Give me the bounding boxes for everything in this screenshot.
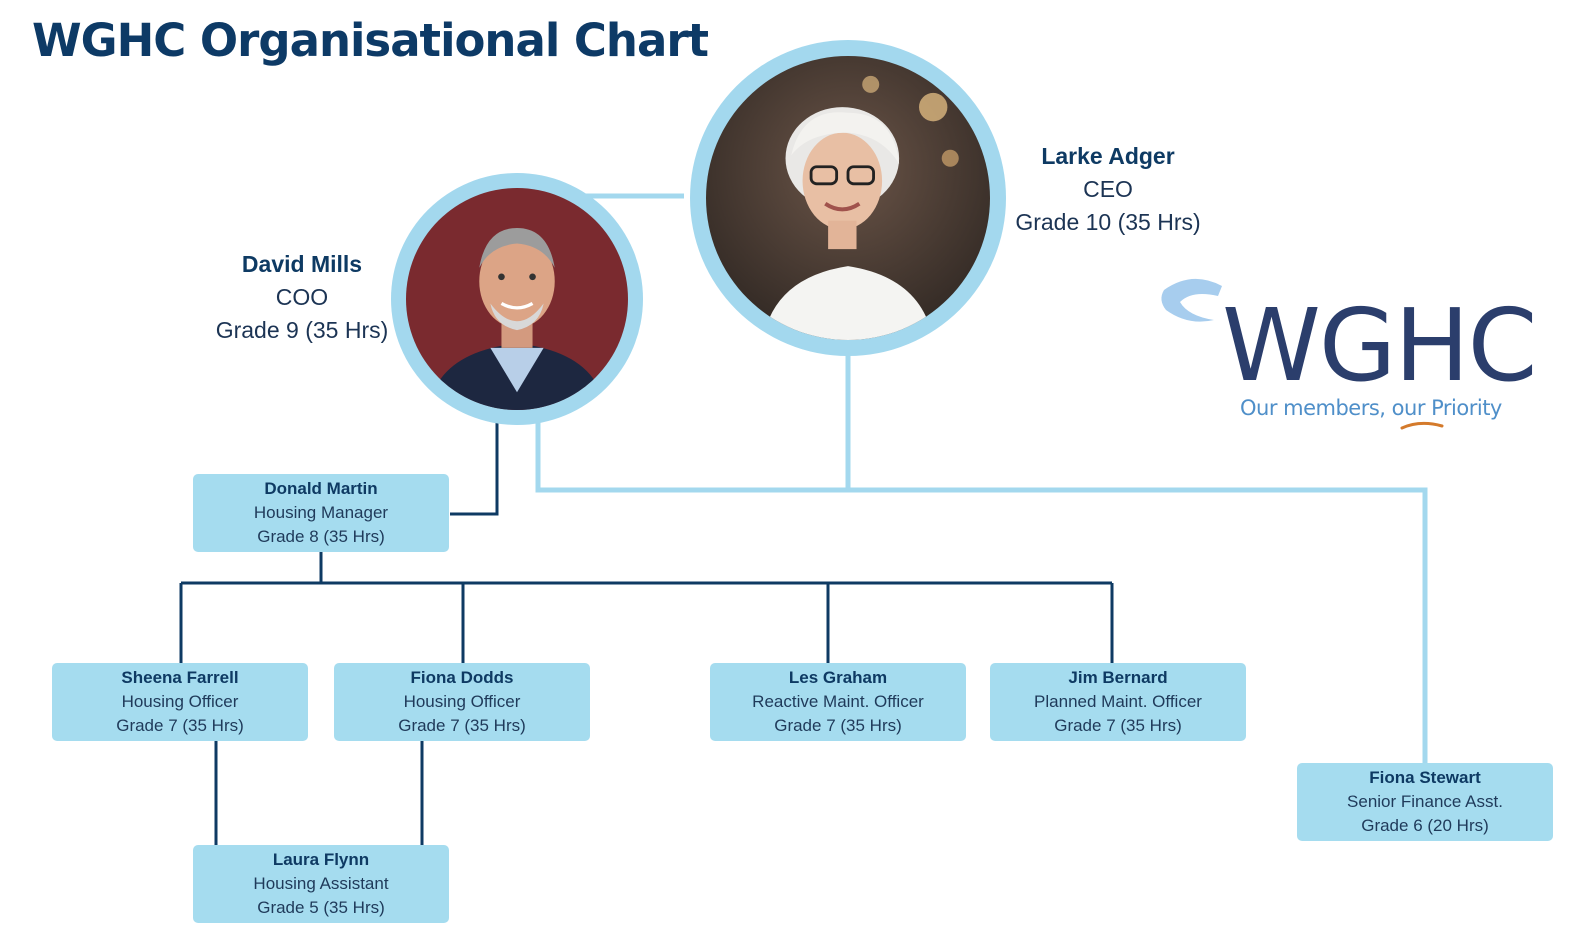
ceo-role: CEO: [1083, 176, 1133, 202]
staff-card-sheena-farrell: Sheena Farrell Housing Officer Grade 7 (…: [52, 663, 308, 741]
staff-role: Housing Assistant: [253, 874, 389, 893]
staff-name: Laura Flynn: [272, 850, 370, 869]
ceo-name: Larke Adger: [1041, 143, 1175, 169]
staff-name: Jim Bernard: [1068, 668, 1168, 687]
coo-donald-connector: [450, 423, 499, 516]
ceo-photo: [690, 40, 1006, 356]
staff-role: Housing Officer: [121, 692, 239, 711]
staff-name: Fiona Dodds: [410, 668, 514, 687]
staff-card-jim-bernard: Jim Bernard Planned Maint. Officer Grade…: [990, 663, 1246, 741]
page-title: WGHC Organisational Chart: [32, 14, 709, 67]
staff-role: Housing Officer: [403, 692, 521, 711]
coo-grade: Grade 9 (35 Hrs): [215, 317, 389, 343]
staff-name: Sheena Farrell: [121, 668, 239, 687]
staff-grade: Grade 7 (35 Hrs): [774, 716, 902, 735]
woman-portrait-icon: [706, 56, 990, 340]
staff-card-les-graham: Les Graham Reactive Maint. Officer Grade…: [710, 663, 966, 741]
staff-name: Fiona Stewart: [1369, 768, 1481, 787]
coo-role: COO: [275, 284, 329, 310]
man-portrait-icon: [406, 188, 628, 410]
staff-grade: Grade 5 (35 Hrs): [257, 898, 385, 917]
staff-card-fiona-dodds: Fiona Dodds Housing Officer Grade 7 (35 …: [334, 663, 590, 741]
wghc-logo-icon: [1161, 278, 1444, 430]
ceo-grade: Grade 10 (35 Hrs): [1015, 209, 1201, 235]
coo-details: David Mills COO Grade 9 (35 Hrs): [206, 248, 398, 347]
staff-role: Planned Maint. Officer: [1034, 692, 1202, 711]
coo-finance-connector: [535, 420, 1428, 763]
staff-grade: Grade 7 (35 Hrs): [116, 716, 244, 735]
staff-card-donald-martin: Donald Martin Housing Manager Grade 8 (3…: [193, 474, 449, 552]
staff-card-fiona-stewart: Fiona Stewart Senior Finance Asst. Grade…: [1297, 763, 1553, 841]
staff-grade: Grade 7 (35 Hrs): [398, 716, 526, 735]
logo-tagline: Our members, our Priority: [1240, 396, 1502, 420]
staff-role: Reactive Maint. Officer: [752, 692, 924, 711]
staff-name: Donald Martin: [264, 479, 378, 498]
staff-grade: Grade 6 (20 Hrs): [1361, 816, 1489, 835]
staff-grade: Grade 8 (35 Hrs): [257, 527, 385, 546]
staff-card-laura-flynn: Laura Flynn Housing Assistant Grade 5 (3…: [193, 845, 449, 923]
staff-name: Les Graham: [788, 668, 888, 687]
staff-role: Housing Manager: [253, 503, 389, 522]
logo-wordmark: WGHC: [1222, 287, 1537, 404]
coo-photo: [391, 173, 643, 425]
staff-grade: Grade 7 (35 Hrs): [1054, 716, 1182, 735]
staff-role: Senior Finance Asst.: [1347, 792, 1503, 811]
coo-name: David Mills: [241, 251, 363, 277]
ceo-details: Larke Adger CEO Grade 10 (35 Hrs): [1004, 140, 1212, 239]
